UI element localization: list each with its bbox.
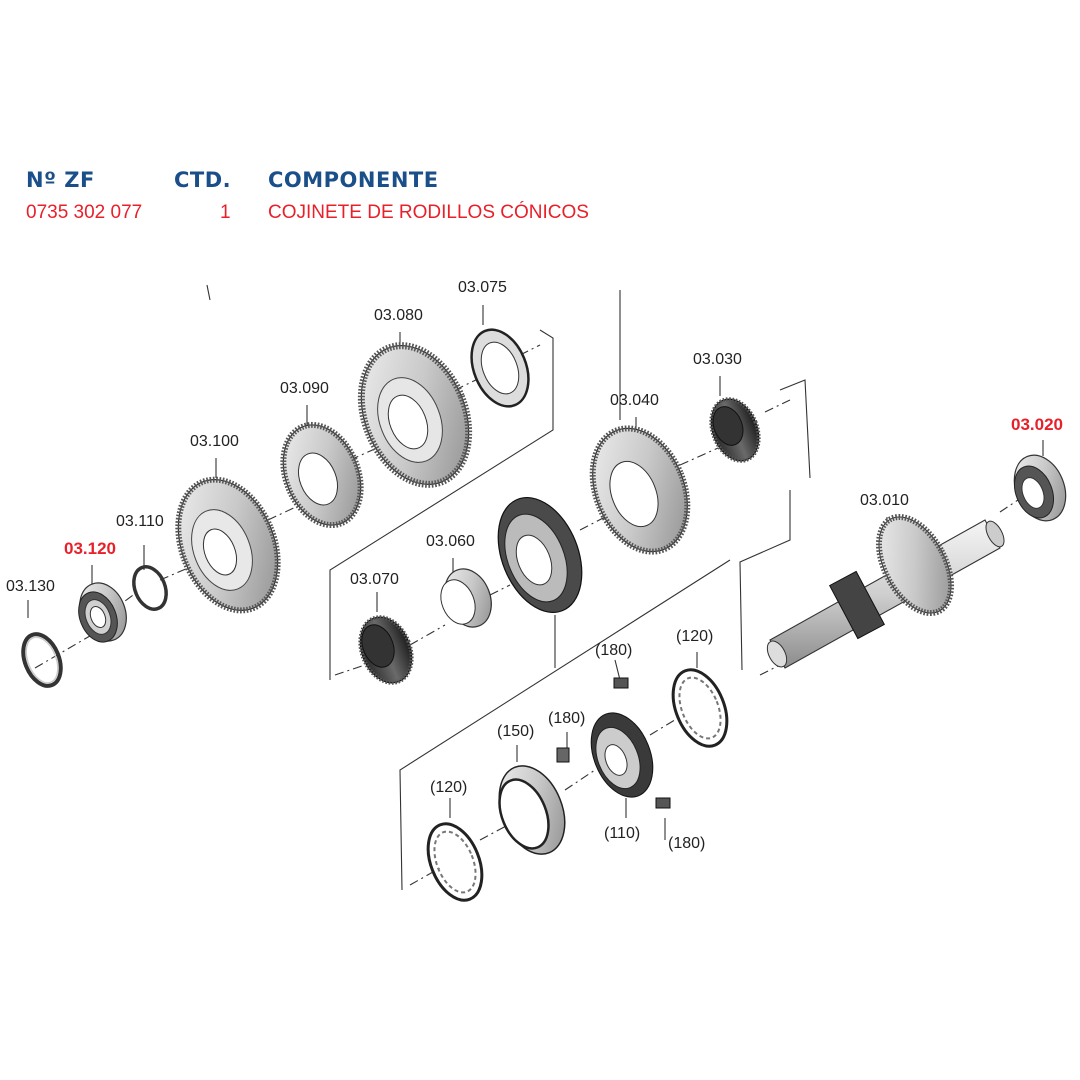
label-03-080[interactable]: 03.080 — [374, 307, 423, 324]
label-120-lower[interactable]: (120) — [430, 779, 467, 796]
synchro-ring-120-upper[interactable] — [663, 662, 737, 754]
label-03-020[interactable]: 03.020 — [1011, 415, 1063, 434]
tapered-roller-bearing-03-020[interactable] — [1005, 447, 1075, 528]
label-03-075[interactable]: 03.075 — [458, 279, 507, 296]
sleeve-03-060[interactable] — [435, 562, 500, 634]
input-shaft-03-010[interactable] — [763, 505, 1007, 670]
detent-part-180-left[interactable] — [556, 747, 570, 763]
gear-03-080[interactable] — [342, 330, 489, 501]
label-03-130[interactable]: 03.130 — [6, 578, 55, 595]
label-150[interactable]: (150) — [497, 723, 534, 740]
detent-part-180-top[interactable] — [613, 677, 629, 689]
gear-03-090[interactable] — [269, 413, 375, 536]
sliding-sleeve-150[interactable] — [487, 756, 577, 864]
column-header-quantity: CTD. — [174, 168, 232, 192]
synchronizer-assembly[interactable] — [482, 485, 597, 625]
label-03-090[interactable]: 03.090 — [280, 380, 329, 397]
synchro-ring-120-lower[interactable] — [418, 816, 492, 908]
assembly-frame-lines — [206, 284, 811, 891]
label-03-120[interactable]: 03.120 — [64, 539, 116, 558]
part-labels: 03.130 03.120 03.110 03.100 03.090 03.08… — [6, 279, 1063, 852]
label-03-100[interactable]: 03.100 — [190, 433, 239, 450]
gear-03-100[interactable] — [160, 465, 296, 626]
selected-component-name[interactable]: COJINETE DE RODILLOS CÓNICOS — [268, 202, 589, 223]
selected-quantity: 1 — [220, 202, 231, 223]
thrust-plate-03-075[interactable] — [461, 321, 539, 415]
label-180-left[interactable]: (180) — [548, 710, 585, 727]
selected-part-number[interactable]: 0735 302 077 — [26, 202, 143, 223]
needle-bearing-03-070[interactable] — [351, 609, 421, 690]
label-03-060[interactable]: 03.060 — [426, 533, 475, 550]
needle-bearing-03-030[interactable] — [703, 392, 768, 468]
column-header-part-number: Nº ZF — [26, 168, 95, 192]
gear-03-040[interactable] — [575, 414, 705, 566]
tapered-roller-bearing-03-120[interactable] — [71, 576, 134, 648]
snap-ring-03-130[interactable] — [16, 629, 68, 692]
label-03-030[interactable]: 03.030 — [693, 351, 742, 368]
label-03-010[interactable]: 03.010 — [860, 492, 909, 509]
shim-ring-03-110[interactable] — [128, 562, 172, 614]
label-180-top[interactable]: (180) — [595, 642, 632, 659]
column-header-component: COMPONENTE — [268, 168, 439, 192]
label-180-bottom[interactable]: (180) — [668, 835, 705, 852]
label-03-110[interactable]: 03.110 — [116, 513, 164, 530]
label-03-040[interactable]: 03.040 — [610, 392, 659, 409]
label-120-upper[interactable]: (120) — [676, 628, 713, 645]
synchro-hub-110[interactable] — [580, 704, 665, 807]
label-110[interactable]: (110) — [604, 825, 640, 842]
label-03-070[interactable]: 03.070 — [350, 571, 399, 588]
detent-part-180-bottom[interactable] — [655, 797, 671, 809]
